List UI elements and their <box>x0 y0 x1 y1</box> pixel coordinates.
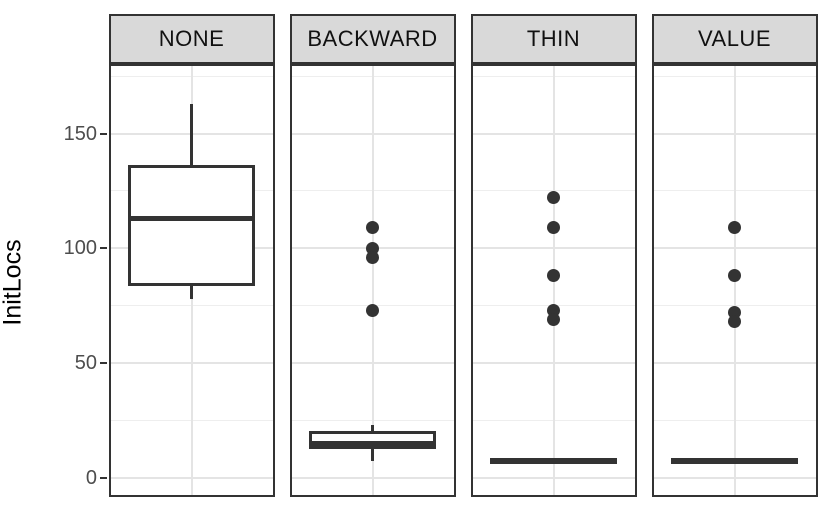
boxplot-box <box>128 164 255 287</box>
facet-panel <box>108 64 275 497</box>
outlier-point <box>728 269 741 283</box>
outlier-point <box>728 315 741 329</box>
y-tick-mark <box>100 361 107 364</box>
facet-strip: THIN <box>470 14 637 64</box>
y-tick-label: 0 <box>85 466 97 489</box>
boxplot-median <box>128 215 255 221</box>
boxplot-median <box>490 458 617 464</box>
facet-panel <box>470 64 637 497</box>
outlier-point <box>366 250 379 264</box>
y-tick-mark <box>100 247 107 250</box>
y-axis-title: InitLocs <box>0 239 27 326</box>
outlier-point <box>547 221 560 235</box>
outlier-point <box>547 191 560 205</box>
boxplot-median <box>671 458 798 464</box>
facet-panel <box>289 64 456 497</box>
y-tick-label: 100 <box>63 237 97 260</box>
facet-strip: BACKWARD <box>289 14 456 64</box>
facet-strip-label: THIN <box>526 26 581 51</box>
facet-strip-label: VALUE <box>697 26 771 51</box>
boxplot-median <box>309 440 436 446</box>
outlier-point <box>366 303 379 317</box>
outlier-point <box>547 269 560 283</box>
outlier-point <box>547 312 560 326</box>
facet-strip-label: BACKWARD <box>307 26 438 51</box>
outlier-point <box>728 221 741 235</box>
facet-strip-label: NONE <box>158 26 225 51</box>
facet-strip: NONE <box>108 14 275 64</box>
outlier-point <box>366 221 379 235</box>
y-tick-mark <box>100 132 107 135</box>
y-tick-label: 50 <box>74 351 97 374</box>
facet-strip: VALUE <box>651 14 818 64</box>
gridline-major-v <box>371 66 374 495</box>
facet-panel <box>651 64 818 497</box>
y-tick-label: 150 <box>63 122 97 145</box>
y-tick-mark <box>100 476 107 479</box>
